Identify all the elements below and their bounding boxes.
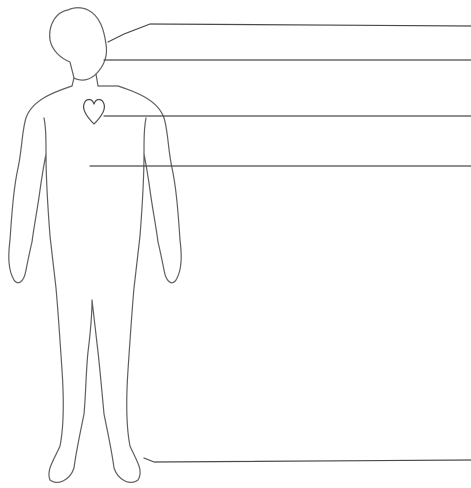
leader-line-eye [108,24,471,42]
heart-icon [84,100,105,125]
left-arm-inner [44,118,46,154]
leader-line-feet [144,458,471,462]
body-outline [9,86,181,482]
right-arm-inner [144,118,146,154]
head-outline [50,8,107,80]
